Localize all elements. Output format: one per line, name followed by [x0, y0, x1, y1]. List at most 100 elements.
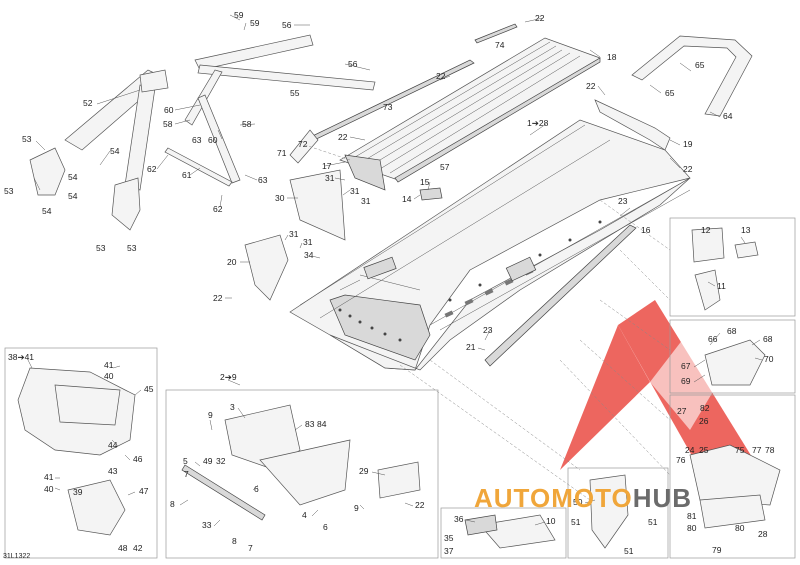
callout-83: 83	[305, 419, 315, 429]
callout-41: 41	[44, 472, 54, 482]
callout-22: 22	[213, 293, 223, 303]
callout-27: 27	[677, 406, 687, 416]
callout-61: 61	[182, 170, 192, 180]
callout-54: 54	[42, 206, 52, 216]
callout-73: 73	[383, 102, 393, 112]
callout-14: 14	[402, 194, 412, 204]
callout-68: 68	[727, 326, 737, 336]
callout-51: 51	[571, 517, 581, 527]
callout-53: 53	[96, 243, 106, 253]
callout-64: 64	[723, 111, 733, 121]
inset-box-75-79	[669, 394, 796, 559]
running-board	[339, 37, 601, 183]
callout-22: 22	[535, 13, 545, 23]
callout-35: 35	[444, 533, 454, 543]
callout-30: 30	[275, 193, 285, 203]
callout-37: 37	[444, 546, 454, 556]
lower-bracket-left	[29, 147, 66, 196]
chassis-tunnel	[289, 119, 691, 371]
callout-63: 63	[258, 175, 268, 185]
callout-53: 53	[127, 243, 137, 253]
callout-31: 31	[325, 173, 335, 183]
plate-50	[589, 474, 629, 549]
callout-18: 18	[607, 52, 617, 62]
bracket-20	[244, 234, 289, 301]
callout-29: 29	[359, 466, 369, 476]
callout-74: 74	[495, 40, 505, 50]
callout-62: 62	[213, 204, 223, 214]
callout-53: 53	[4, 186, 14, 196]
callout-23: 23	[483, 325, 493, 335]
callout-21: 21	[466, 342, 476, 352]
inset-box-66-70	[669, 319, 796, 394]
callout-4: 4	[302, 510, 307, 520]
callout-81: 81	[687, 511, 697, 521]
bracket-11	[694, 269, 721, 311]
callout-82: 82	[700, 403, 710, 413]
callout-80: 80	[687, 523, 697, 533]
callout-54: 54	[68, 172, 78, 182]
callout-33: 33	[202, 520, 212, 530]
callout-65: 65	[695, 60, 705, 70]
callout-49: 49	[203, 456, 213, 466]
callout-8: 8	[232, 536, 237, 546]
diagram-code: 31L1322	[3, 553, 31, 560]
callout-58: 58	[163, 119, 173, 129]
callout-71: 71	[277, 148, 287, 158]
callout-68: 68	[763, 334, 773, 344]
callout-39: 39	[73, 487, 83, 497]
callout-56: 56	[348, 59, 358, 69]
callout-8: 8	[170, 499, 175, 509]
callout-22: 22	[415, 500, 425, 510]
callout-41: 41	[104, 360, 114, 370]
callout-22: 22	[586, 81, 596, 91]
callout-34: 34	[304, 250, 314, 260]
callout-52: 52	[83, 98, 93, 108]
callout-22: 22	[436, 71, 446, 81]
callout-2-9: 2➔9	[220, 372, 237, 382]
callout-45: 45	[144, 384, 154, 394]
callout-28: 28	[758, 529, 768, 539]
callout-31: 31	[303, 237, 313, 247]
callout-22: 22	[683, 164, 693, 174]
callout-78: 78	[765, 445, 775, 455]
callout-58: 58	[242, 119, 252, 129]
callout-11: 11	[717, 281, 726, 291]
inset-box-front-bumper	[4, 347, 158, 559]
callout-6: 6	[323, 522, 328, 532]
callout-26: 26	[699, 416, 709, 426]
callout-13: 13	[741, 225, 751, 235]
projection-lines	[304, 144, 671, 501]
callout-19: 19	[683, 139, 693, 149]
callout-60: 60	[208, 135, 218, 145]
callout-59: 59	[234, 10, 244, 20]
lower-bracket-right	[111, 177, 141, 231]
watermark-text-part1: AUTOMOTO	[474, 483, 633, 513]
callout-7: 7	[248, 543, 253, 553]
callout-16: 16	[641, 225, 651, 235]
callout-46: 46	[133, 454, 143, 464]
callout-53: 53	[22, 134, 32, 144]
callout-9: 9	[208, 410, 213, 420]
callout-38-41: 38➔41	[8, 352, 34, 362]
plate-12	[691, 227, 725, 263]
callout-10: 10	[546, 516, 556, 526]
callout-6: 6	[254, 484, 259, 494]
strip-74	[474, 23, 518, 44]
bracket-39	[67, 479, 126, 536]
callout-70: 70	[764, 354, 774, 364]
callout-17: 17	[322, 161, 332, 171]
rear-bumper	[631, 35, 753, 117]
plate-29	[377, 461, 421, 499]
bracket-17	[344, 154, 386, 191]
plate-36	[464, 514, 498, 536]
clip-13	[734, 241, 759, 259]
callout-51: 51	[648, 517, 658, 527]
inset-box-brackets	[440, 507, 567, 559]
callout-50: 50	[573, 497, 583, 507]
leader-lines	[26, 14, 763, 527]
skid-plate-4	[259, 439, 351, 506]
callout-66: 66	[708, 334, 718, 344]
mount-66	[704, 339, 766, 386]
